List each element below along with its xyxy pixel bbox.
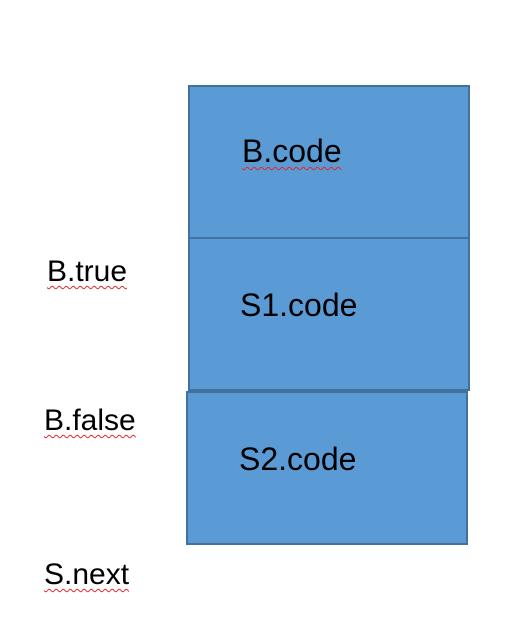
b-code-block: B.code [188,85,470,239]
b-code-label: B.code [242,133,342,169]
s1-code-block: S1.code [188,237,470,391]
s2-code-label: S2.code [239,441,357,477]
b-false-label: B.false [44,404,136,437]
s2-code-block: S2.code [186,391,468,545]
s1-code-label: S1.code [240,287,358,323]
b-true-label: B.true [47,255,128,288]
s-next-label: S.next [44,558,130,591]
